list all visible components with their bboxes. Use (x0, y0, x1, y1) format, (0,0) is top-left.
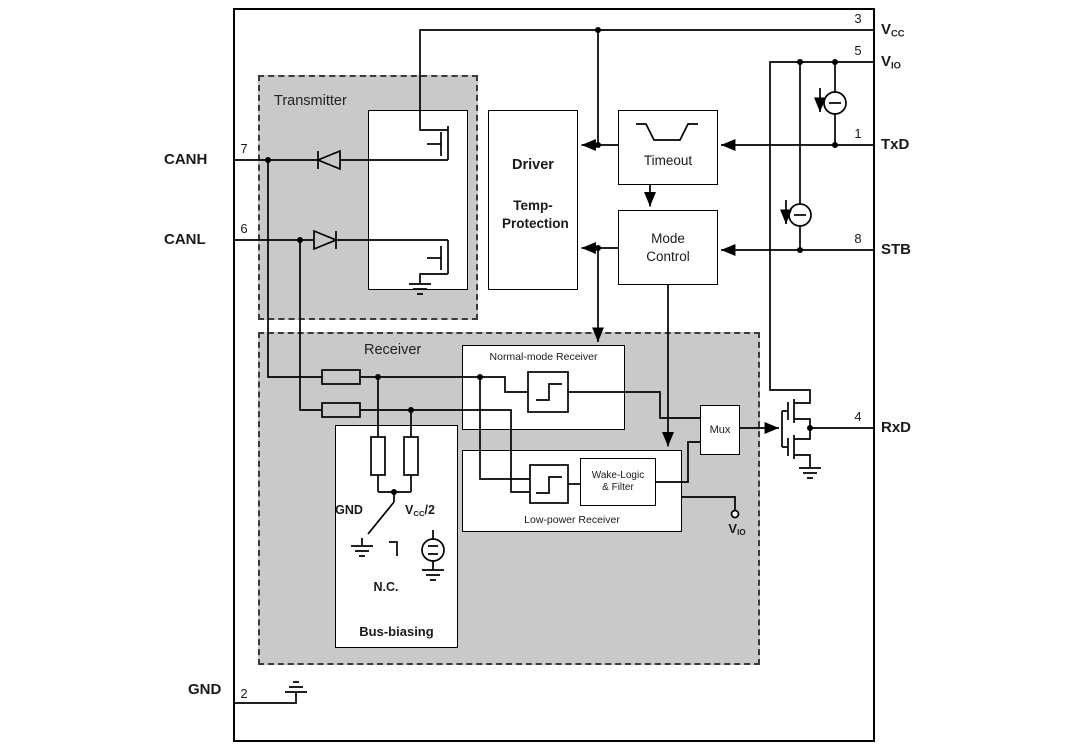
normal-mode-receiver-label: Normal-mode Receiver (489, 351, 598, 363)
pin-number-vcc: 3 (854, 11, 862, 26)
pin-label-stb: STB (881, 241, 911, 258)
pin-number-rxd: 4 (854, 409, 862, 424)
pin-label-vcc: VCC (881, 21, 905, 39)
pin-label-txd: TxD (881, 136, 910, 153)
pin-number-vio: 5 (854, 43, 862, 58)
bus-bias-vcc-half-label: VCC/2 (405, 503, 435, 518)
pin-number-txd: 1 (854, 126, 862, 141)
wake-logic-label: Wake-Logic & Filter (591, 470, 645, 493)
bus-bias-nc-label: N.C. (373, 580, 399, 594)
low-power-receiver-label: Low-power Receiver (524, 514, 620, 526)
driver-title: Driver (512, 157, 554, 173)
transmitter-mosfet-box (368, 110, 468, 290)
bus-biasing-block: Bus-biasing (335, 425, 458, 648)
timeout-block: Timeout (618, 110, 718, 185)
pin-label-canh: CANH (164, 151, 208, 168)
pin-label-vio: VIO (881, 53, 901, 71)
vio-terminal-label: VIO (728, 521, 746, 537)
mode-control-label: Mode Control (646, 230, 690, 264)
pin-number-stb: 8 (854, 231, 862, 246)
pin-number-canh: 7 (240, 141, 248, 156)
pin-label-canl: CANL (164, 231, 206, 248)
receiver-region-label: Receiver (364, 342, 422, 358)
pin-label-gnd: GND (188, 681, 222, 698)
timeout-label: Timeout (643, 153, 693, 168)
driver-subtitle: Temp-Protection (502, 198, 569, 231)
bus-biasing-label: Bus-biasing (359, 624, 434, 639)
driver-block: Driver Temp-Protection (488, 110, 578, 290)
pin-number-gnd: 2 (240, 686, 248, 701)
pin-label-rxd: RxD (881, 419, 912, 436)
bus-bias-gnd-label: GND (335, 503, 363, 517)
mux-label: Mux (709, 424, 731, 436)
mux-block: Mux (700, 405, 740, 455)
mode-control-block: Mode Control (618, 210, 718, 285)
transmitter-region-label: Transmitter (274, 93, 347, 109)
pin-number-canl: 6 (240, 221, 248, 236)
normal-mode-receiver-block: Normal-mode Receiver (462, 345, 625, 430)
wake-logic-block: Wake-Logic & Filter (580, 458, 656, 506)
